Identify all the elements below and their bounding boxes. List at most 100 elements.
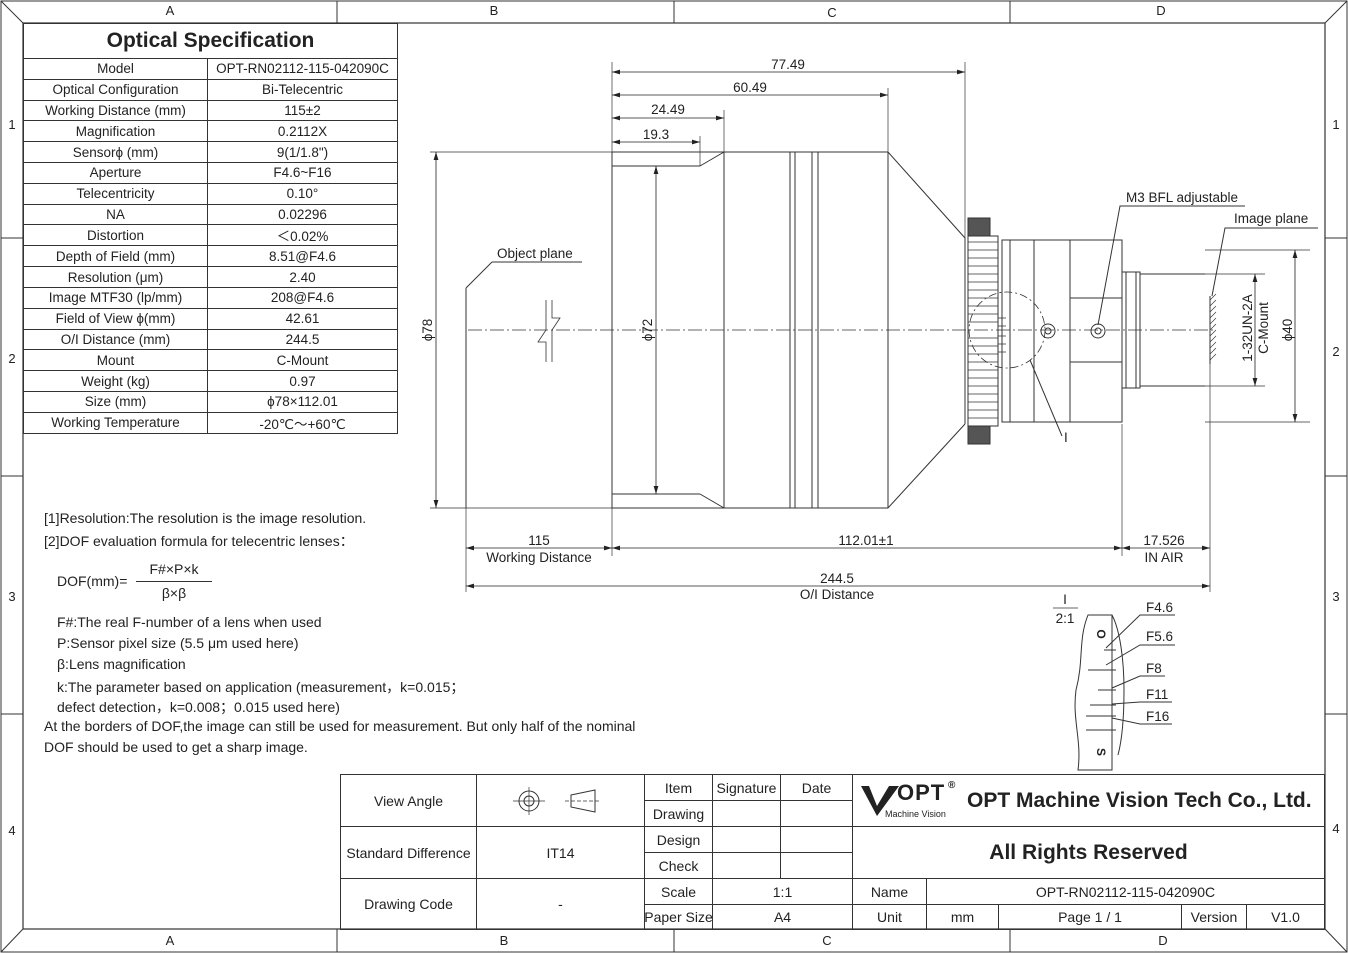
dim-77: 77.49 xyxy=(771,57,805,72)
zone-row-3-right: 3 xyxy=(1332,589,1340,604)
scale-label: Scale xyxy=(644,878,713,905)
spec-value: 0.02296 xyxy=(207,203,398,226)
thread-label: 1-32UN-2A xyxy=(1240,294,1255,362)
image-plane-label: Image plane xyxy=(1234,211,1308,226)
dia-78: ϕ78 xyxy=(420,319,435,342)
note-k-defect: defect detection，k=0.008；0.015 used here… xyxy=(57,699,340,715)
detail-callout: I xyxy=(1064,430,1068,445)
fstop-11: F11 xyxy=(1146,687,1168,702)
opt-logo-mark-icon xyxy=(861,785,899,816)
spec-key: Distortion xyxy=(23,224,208,247)
object-plane-label: Object plane xyxy=(497,246,573,261)
zone-row-1-right: 1 xyxy=(1332,117,1340,132)
paper-size-value: A4 xyxy=(712,904,853,930)
rights-reserved: All Rights Reserved xyxy=(852,826,1325,879)
projection-symbol xyxy=(476,774,645,827)
formula-denominator: β×β xyxy=(161,585,187,601)
version-value: V1.0 xyxy=(1246,904,1325,930)
date-header: Date xyxy=(780,774,853,801)
spec-value: -20℃～+60℃ xyxy=(207,411,398,434)
note-resolution: [1]Resolution:The resolution is the imag… xyxy=(44,510,367,526)
name-label: Name xyxy=(852,878,927,905)
item-header: Item xyxy=(644,774,713,801)
zone-col-d-top: D xyxy=(1156,3,1166,18)
formula-bar xyxy=(136,581,212,582)
design-row: Design xyxy=(644,826,713,853)
design-date-cell[interactable] xyxy=(780,826,853,853)
version-label: Version xyxy=(1181,904,1247,930)
note-pixel: P:Sensor pixel size (5.5 μm used here) xyxy=(57,635,299,651)
drawing-date-cell[interactable] xyxy=(780,800,853,827)
spec-value: 0.10° xyxy=(207,182,398,205)
std-diff-value: IT14 xyxy=(476,826,645,879)
spec-value: 244.5 xyxy=(207,328,398,351)
drawing-code-value: - xyxy=(476,878,645,930)
std-diff-label: Standard Difference xyxy=(340,826,477,879)
zone-row-1-left: 1 xyxy=(8,117,16,132)
zone-col-a-top: A xyxy=(165,3,175,18)
oi-value: 244.5 xyxy=(820,571,854,586)
length-value: 112.01±1 xyxy=(838,533,893,548)
zone-col-c-bottom: C xyxy=(822,933,832,948)
spec-value: 42.61 xyxy=(207,307,398,330)
spec-key: Image MTF30 (lp/mm) xyxy=(23,286,208,309)
ring-stop-mark: S xyxy=(1094,748,1108,756)
note-beta: β:Lens magnification xyxy=(57,656,186,672)
spec-key: Field of View ϕ(mm) xyxy=(23,307,208,330)
opt-logo: OPT ® Machine Vision xyxy=(859,778,959,824)
note-dof-heading: [2]DOF evaluation formula for telecentri… xyxy=(44,533,354,549)
formula-lhs: DOF(mm)= xyxy=(57,573,128,589)
spec-key: Depth of Field (mm) xyxy=(23,245,208,268)
spec-value: 208@F4.6 xyxy=(207,286,398,309)
zone-row-2-right: 2 xyxy=(1332,344,1340,359)
dia-72: ϕ72 xyxy=(640,319,655,342)
drawing-row: Drawing xyxy=(644,800,713,827)
zone-row-2-left: 2 xyxy=(8,351,16,366)
air-value: 17.526 xyxy=(1143,533,1184,548)
ring-open-mark: O xyxy=(1094,629,1108,638)
spec-value: C-Mount xyxy=(207,349,398,372)
spec-row: Resolution (μm)2.40 xyxy=(23,266,398,288)
spec-value: ϕ78×112.01 xyxy=(207,390,398,413)
fstop-16: F16 xyxy=(1146,709,1169,724)
check-date-cell[interactable] xyxy=(780,852,853,879)
spec-key: Resolution (μm) xyxy=(23,266,208,288)
design-signature-cell[interactable] xyxy=(712,826,781,853)
zone-col-c-top: C xyxy=(827,5,837,20)
scale-value: 1:1 xyxy=(712,878,853,905)
spec-value: OPT-RN02112-115-042090C xyxy=(207,58,398,80)
zone-row-4-right: 4 xyxy=(1332,821,1340,836)
unit-label: Unit xyxy=(852,904,927,930)
name-value: OPT-RN02112-115-042090C xyxy=(926,878,1325,905)
zone-col-d-bottom: D xyxy=(1158,933,1168,948)
drawing-signature-cell[interactable] xyxy=(712,800,781,827)
spec-value: 2.40 xyxy=(207,266,398,288)
company-name: OPT Machine Vision Tech Co., Ltd. xyxy=(967,788,1312,812)
registered-mark-icon: ® xyxy=(948,779,956,791)
note-sharp: DOF should be used to get a sharp image. xyxy=(44,739,308,755)
company-header: OPT ® Machine Vision OPT Machine Vision … xyxy=(852,774,1325,827)
spec-row: Distortion＜0.02% xyxy=(23,224,398,247)
paper-size-label: Paper Size xyxy=(644,904,713,930)
note-fnumber: F#:The real F-number of a lens when used xyxy=(57,614,322,630)
check-signature-cell[interactable] xyxy=(712,852,781,879)
zone-row-4-left: 4 xyxy=(8,823,16,838)
spec-row: O/I Distance (mm)244.5 xyxy=(23,328,398,351)
wd-value: 115 xyxy=(528,533,550,548)
dim-24: 24.49 xyxy=(651,102,685,117)
zone-col-b-bottom: B xyxy=(499,933,509,948)
spec-value: ＜0.02% xyxy=(207,224,398,247)
fstop-8: F8 xyxy=(1146,661,1162,676)
bfl-label: M3 BFL adjustable xyxy=(1126,190,1238,205)
cmount-label: C-Mount xyxy=(1256,302,1271,354)
spec-row: Field of View ϕ(mm)42.61 xyxy=(23,307,398,330)
dim-19: 19.3 xyxy=(643,127,669,142)
